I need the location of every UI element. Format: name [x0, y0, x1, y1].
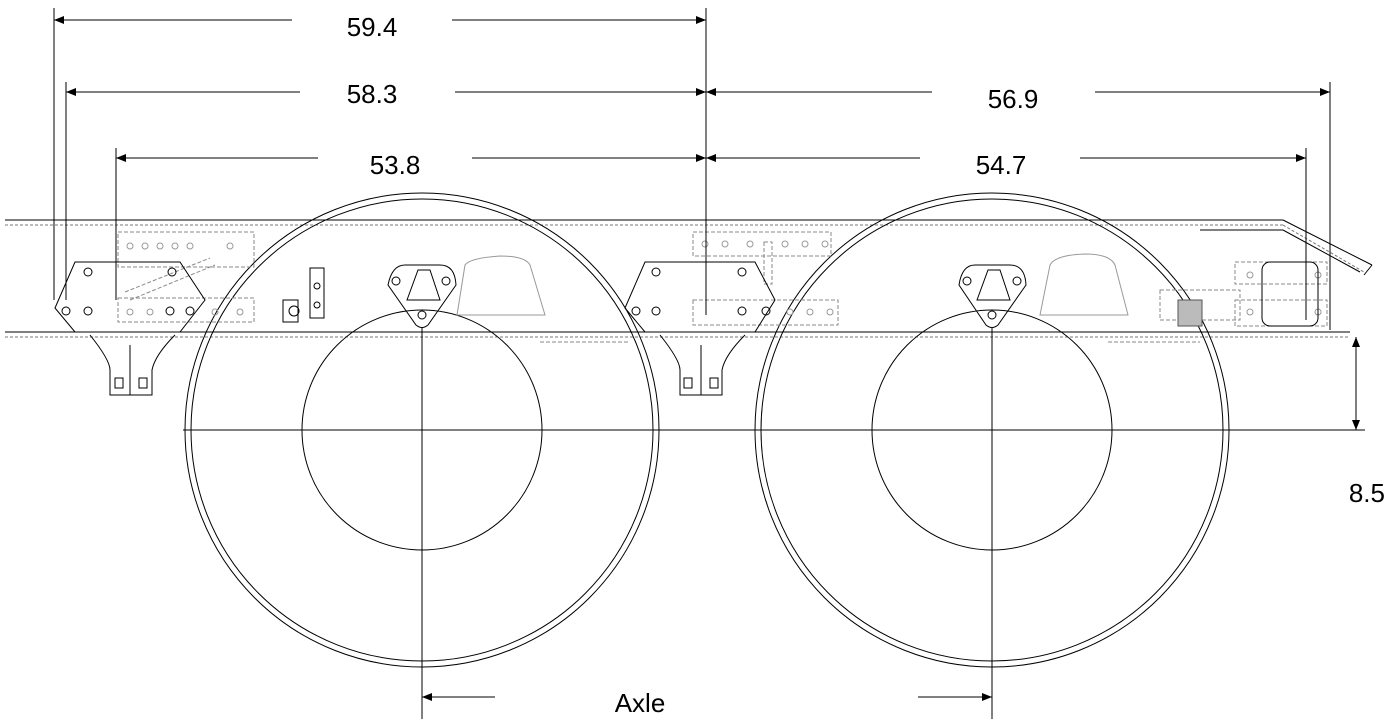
dim-58-3-label: 58.3 — [347, 79, 398, 109]
front-axle-bracket — [387, 264, 457, 328]
middle-spring-hanger — [624, 261, 776, 396]
hidden-bolt-circles — [126, 240, 1322, 316]
small-fittings — [282, 261, 1319, 327]
dim-58-3 — [65, 82, 706, 300]
dim-59-4-label: 59.4 — [347, 12, 398, 42]
rear-wheel — [754, 192, 1230, 719]
front-wheel — [184, 192, 660, 719]
dim-56-9-label: 56.9 — [988, 84, 1039, 114]
dim-53-8 — [115, 148, 706, 300]
dim-54-7-label: 54.7 — [976, 150, 1027, 180]
hidden-details — [117, 231, 1328, 343]
dim-56-9 — [706, 82, 1331, 330]
dim-8-5-label: 8.5 — [1349, 478, 1385, 508]
dim-54-7 — [706, 148, 1307, 320]
front-spring-hanger — [54, 261, 206, 396]
rear-axle-bracket — [958, 264, 1027, 328]
dim-53-8-label: 53.8 — [370, 150, 421, 180]
axle-label: Axle — [615, 688, 666, 718]
